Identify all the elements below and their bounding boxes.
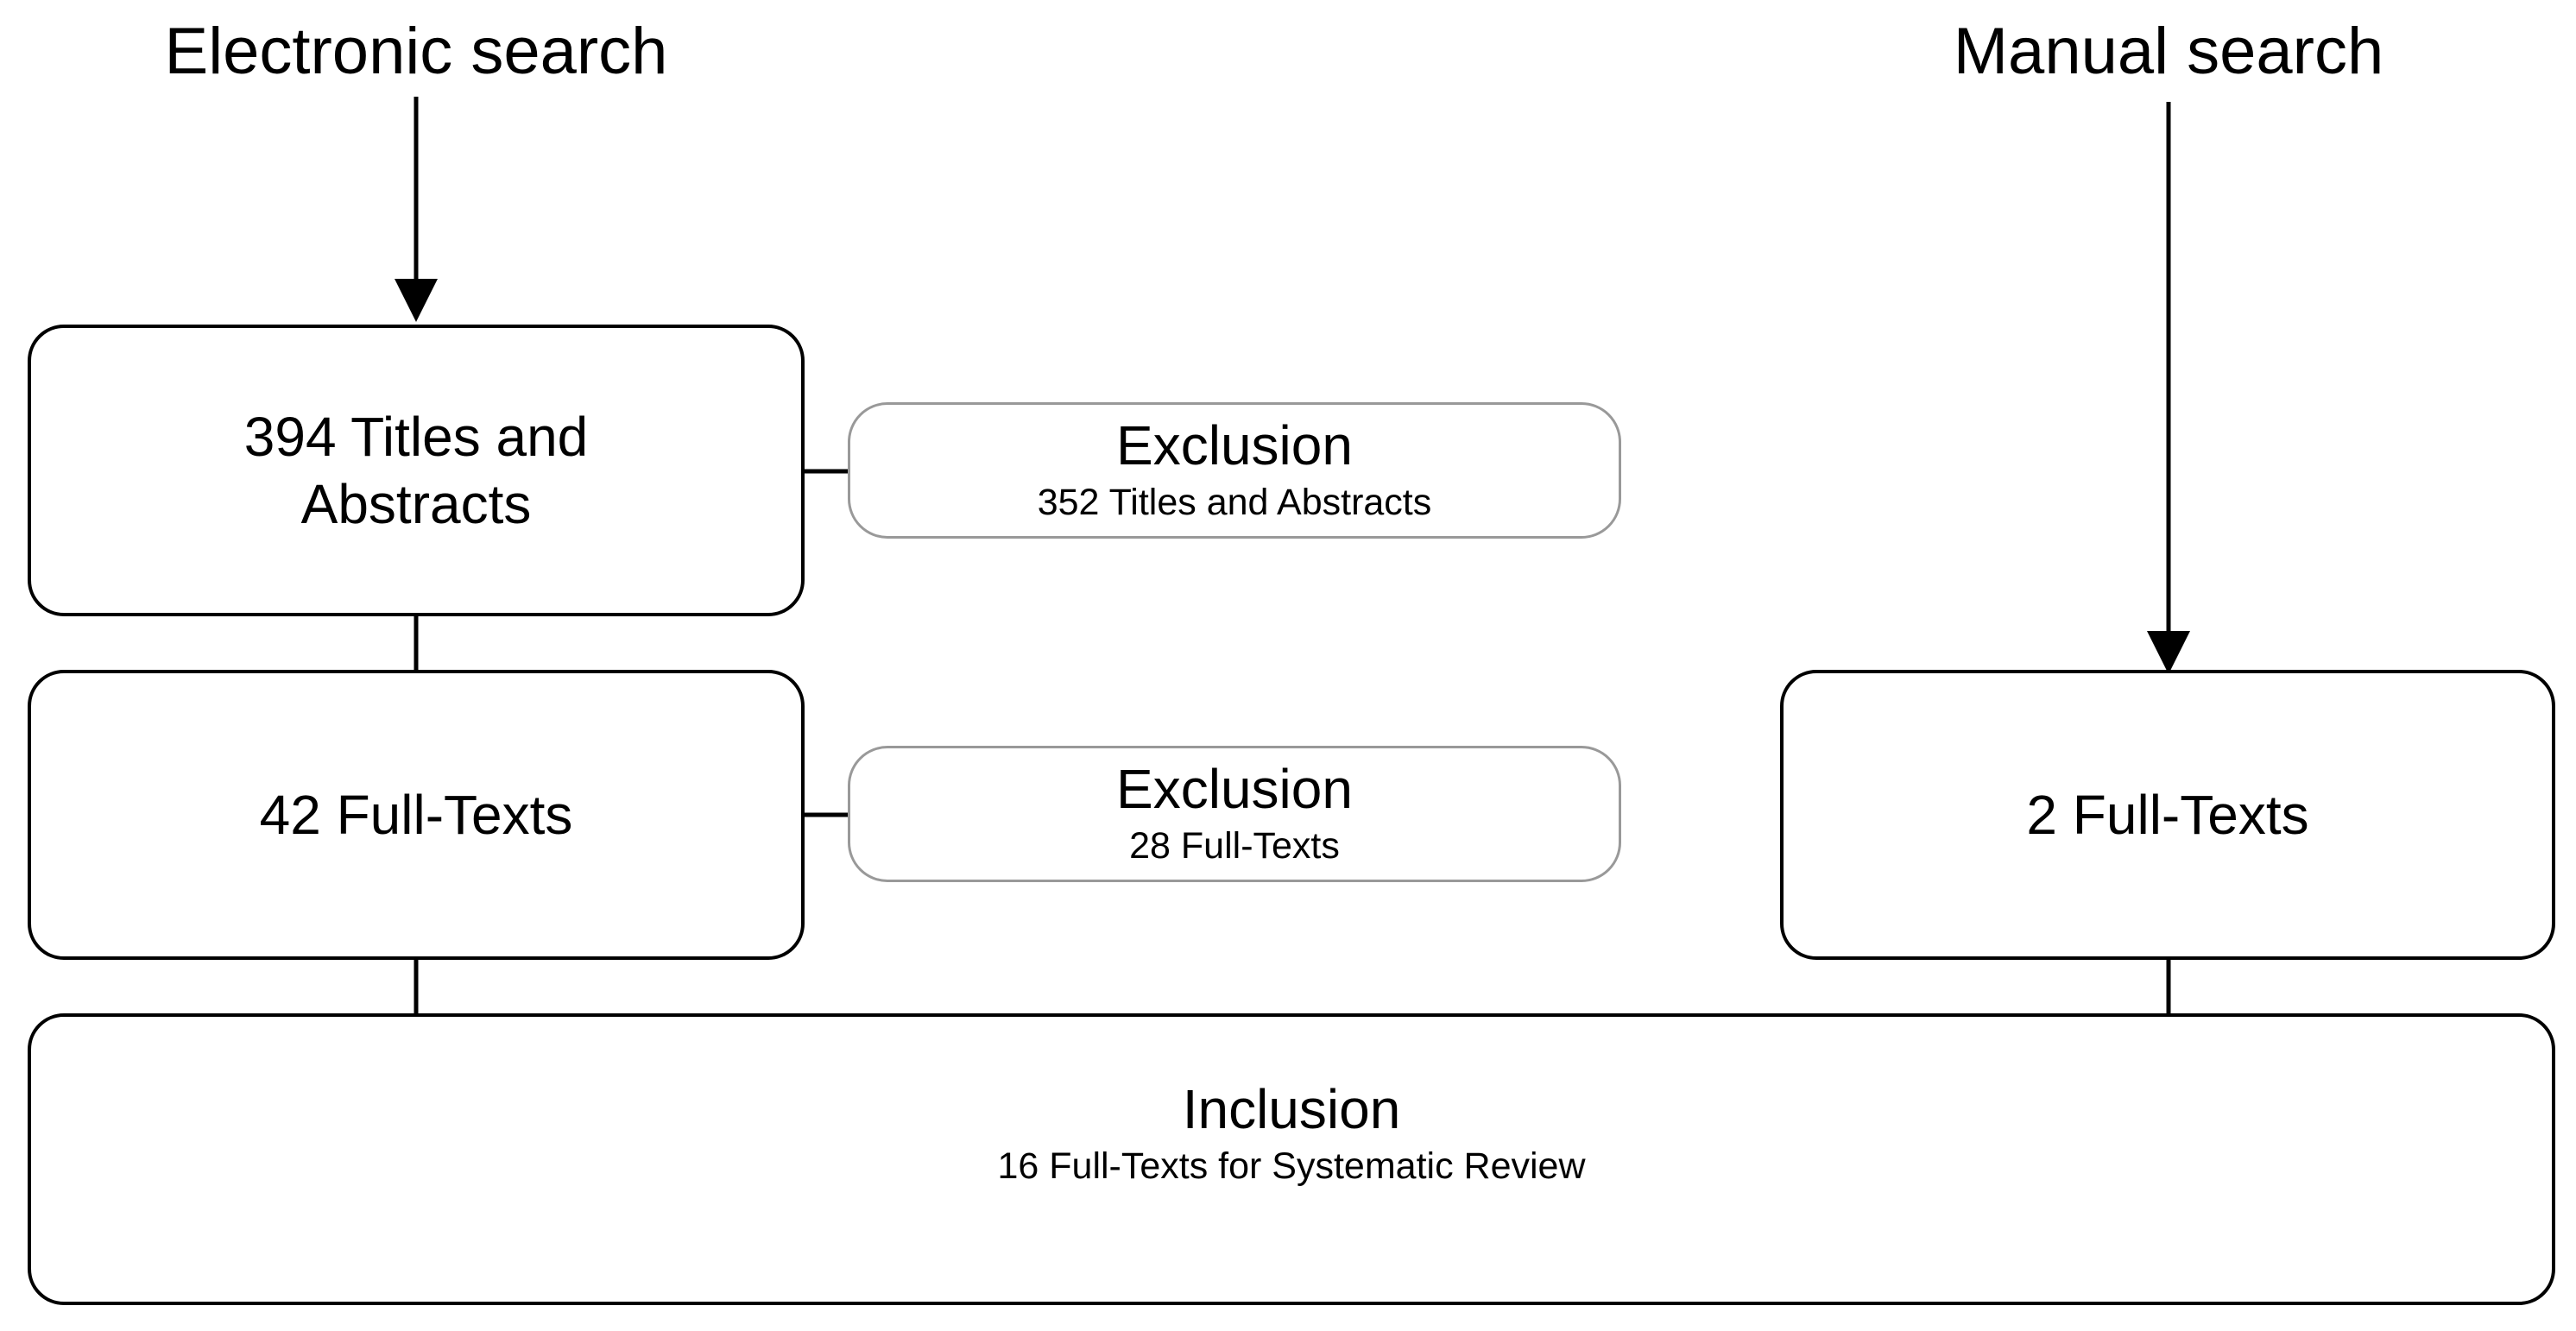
- box-full-texts-42: 42 Full-Texts: [28, 670, 805, 960]
- exclusion-detail: 352 Titles and Abstracts: [1037, 482, 1432, 524]
- exclusion-title: Exclusion: [1116, 414, 1353, 476]
- titles-abstracts-text: 394 Titles and Abstracts: [243, 405, 589, 535]
- heading-electronic-search: Electronic search: [164, 15, 668, 88]
- exclusion-detail: 28 Full-Texts: [1129, 825, 1340, 867]
- full-texts-42-text: 42 Full-Texts: [259, 783, 573, 846]
- box-exclusion-fulltexts: Exclusion 28 Full-Texts: [848, 746, 1621, 882]
- full-texts-2-text: 2 Full-Texts: [2026, 783, 2309, 846]
- exclusion-title: Exclusion: [1116, 758, 1353, 820]
- heading-manual-search: Manual search: [1953, 15, 2384, 88]
- box-titles-abstracts: 394 Titles and Abstracts: [28, 325, 805, 616]
- box-exclusion-titles: Exclusion 352 Titles and Abstracts: [848, 402, 1621, 539]
- box-inclusion: Inclusion 16 Full-Texts for Systematic R…: [28, 1013, 2555, 1305]
- inclusion-title: Inclusion: [1182, 1078, 1401, 1140]
- box-full-texts-2: 2 Full-Texts: [1780, 670, 2555, 960]
- inclusion-detail: 16 Full-Texts for Systematic Review: [997, 1145, 1586, 1188]
